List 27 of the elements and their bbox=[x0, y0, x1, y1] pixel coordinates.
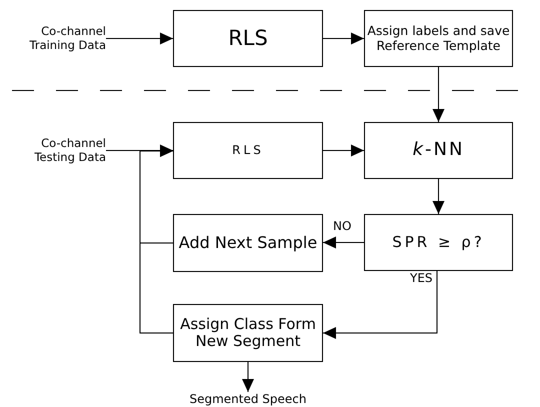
process-box bbox=[173, 122, 323, 179]
box-text: Add Next Sample bbox=[178, 234, 318, 252]
arrow bbox=[322, 270, 438, 339]
box-text: RLS bbox=[228, 26, 268, 51]
process-box bbox=[173, 304, 323, 362]
output-label: Segmented Speech bbox=[160, 392, 336, 407]
arrow bbox=[432, 66, 444, 122]
process-box bbox=[364, 122, 513, 179]
arrow bbox=[106, 32, 174, 44]
input-label: Co-channel Training Data bbox=[8, 24, 106, 54]
arrow bbox=[322, 236, 364, 248]
process-box bbox=[364, 10, 513, 67]
process-box bbox=[173, 10, 323, 67]
arrow bbox=[432, 178, 444, 214]
edge-label: NO bbox=[332, 220, 352, 233]
box-text: Assign Class Form New Segment bbox=[179, 316, 317, 350]
box-text: RLS bbox=[232, 144, 264, 158]
decision-box bbox=[364, 214, 513, 271]
arrow bbox=[322, 144, 364, 156]
box-text: Assign labels and save Reference Template bbox=[366, 24, 511, 53]
arrow bbox=[242, 362, 254, 392]
box-text: SPR ≥ ρ? bbox=[392, 234, 485, 252]
arrow bbox=[322, 32, 364, 44]
edge-label: YES bbox=[409, 272, 434, 285]
input-label: Co-channel Testing Data bbox=[8, 136, 106, 166]
box-text: k-NN bbox=[412, 140, 464, 161]
process-box bbox=[173, 214, 323, 272]
